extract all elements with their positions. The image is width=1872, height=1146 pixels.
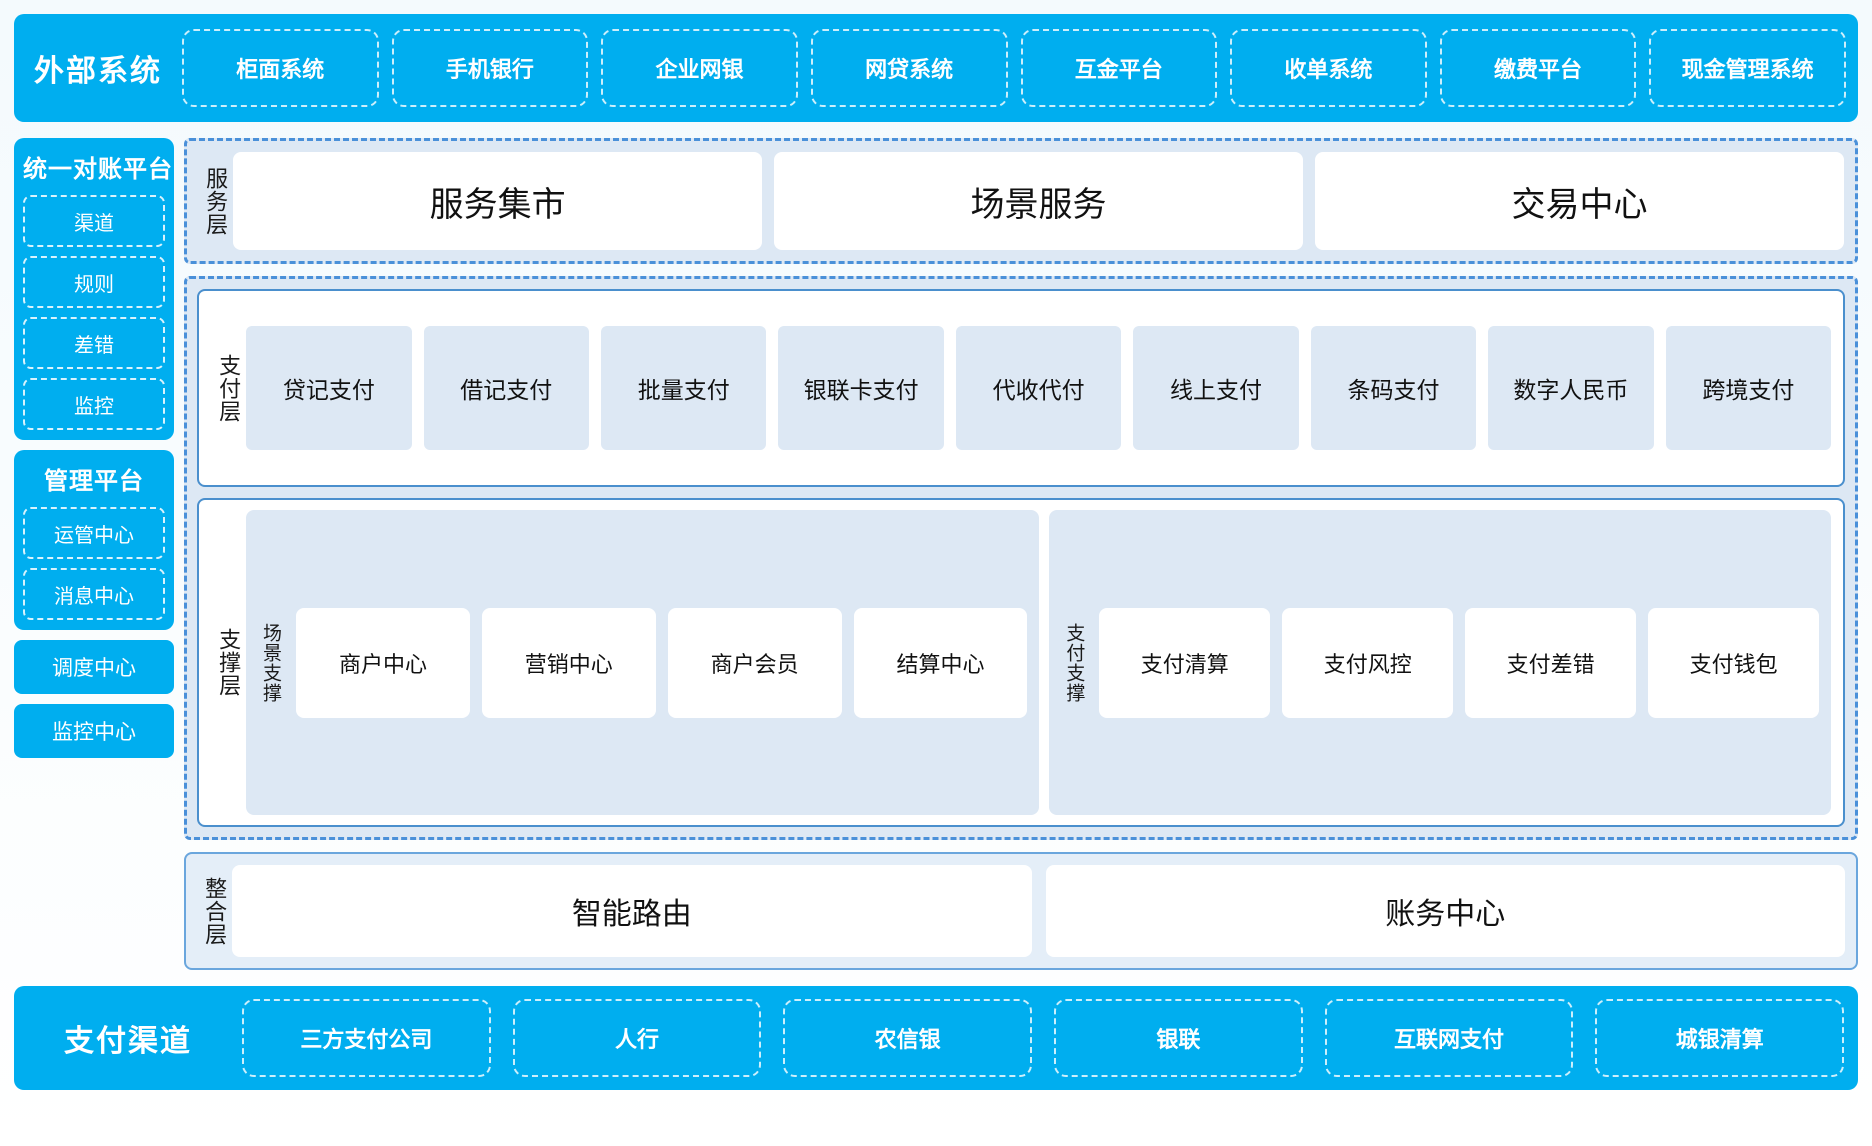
scenario-support-group: 场景支撑 商户中心 营销中心 商户会员 结算中心 [246, 510, 1040, 815]
external-system-item[interactable]: 手机银行 [391, 29, 589, 107]
scenario-support-card-list: 商户中心 营销中心 商户会员 结算中心 [296, 520, 1028, 805]
payment-channels-title: 支付渠道 [64, 1025, 192, 1058]
payment-channels-bar: 支付渠道 三方支付公司 人行 农信银 银联 互联网支付 城银清算 [14, 986, 1858, 1090]
integration-layer: 整合层 智能路由 账务中心 [184, 852, 1858, 970]
payment-channel-item[interactable]: 三方支付公司 [242, 999, 491, 1077]
payment-support-subgroup: 支付支撑 支付清算 支付风控 支付差错 支付钱包 [1049, 510, 1831, 815]
payment-channel-item[interactable]: 人行 [512, 999, 762, 1077]
sidebar-item-monitoring-center[interactable]: 监控中心 [14, 704, 174, 758]
payment-channel-item[interactable]: 城银清算 [1595, 999, 1845, 1077]
reconciliation-platform-panel: 统一对账平台 渠道 规则 差错 监控 [14, 138, 174, 440]
external-system-item[interactable]: 企业网银 [601, 29, 798, 107]
merchant-center-card[interactable]: 商户中心 [296, 607, 470, 718]
support-layer-label: 支撑层 [216, 628, 242, 697]
management-platform-title: 管理平台 [44, 468, 144, 495]
marketing-center-card[interactable]: 营销中心 [481, 607, 656, 718]
sidebar-item-scheduling-center[interactable]: 调度中心 [14, 640, 174, 694]
payment-channel-item[interactable]: 银联 [1054, 999, 1303, 1077]
payment-tile-digital-rmb[interactable]: 数字人民币 [1488, 326, 1654, 450]
payment-tile-collection-payment[interactable]: 代收代付 [955, 326, 1122, 450]
middle-region: 统一对账平台 渠道 规则 差错 监控 管理平台 运管中心 消息中心 调度中心 监… [14, 138, 1858, 970]
integration-layer-card-list: 智能路由 账务中心 [232, 865, 1845, 957]
payment-tile-debit[interactable]: 借记支付 [423, 326, 589, 450]
management-platform-panel: 管理平台 运管中心 消息中心 [14, 450, 174, 630]
external-systems-title: 外部系统 [34, 55, 162, 88]
layer-stack: 服务层 服务集市 场景服务 交易中心 支付层 贷记支付 借记支付 批量支付 银联… [184, 138, 1858, 970]
support-layer: 支撑层 场景支撑 商户中心 营销中心 商户会员 结算中心 [197, 498, 1845, 827]
sidebar-item-operations-center[interactable]: 运管中心 [23, 507, 165, 559]
external-systems-bar: 外部系统 柜面系统 手机银行 企业网银 网贷系统 互金平台 收单系统 缴费平台 … [14, 14, 1858, 122]
payment-tile-credit[interactable]: 贷记支付 [246, 326, 412, 450]
scenario-support-label: 场景支撑 [260, 622, 282, 703]
service-layer: 服务层 服务集市 场景服务 交易中心 [184, 138, 1858, 264]
accounting-center-card[interactable]: 账务中心 [1045, 865, 1845, 957]
scenario-service-card[interactable]: 场景服务 [774, 152, 1304, 250]
payment-channels-chip-list: 三方支付公司 人行 农信银 银联 互联网支付 城银清算 [242, 999, 1845, 1077]
payment-support-group: 支付层 贷记支付 借记支付 批量支付 银联卡支付 代收代付 线上支付 条码支付 … [184, 276, 1858, 840]
external-system-item[interactable]: 现金管理系统 [1649, 29, 1846, 107]
payment-tile-batch[interactable]: 批量支付 [600, 326, 767, 450]
payment-tile-cross-border[interactable]: 跨境支付 [1665, 326, 1832, 450]
support-layer-groups: 场景支撑 商户中心 营销中心 商户会员 结算中心 支付支撑 支付清算 [246, 510, 1831, 815]
service-layer-label: 服务层 [203, 166, 229, 236]
payment-channel-item[interactable]: 互联网支付 [1324, 999, 1574, 1077]
external-system-item[interactable]: 收单系统 [1230, 29, 1427, 107]
payment-wallet-card[interactable]: 支付钱包 [1648, 607, 1820, 718]
settlement-center-card[interactable]: 结算中心 [853, 607, 1028, 718]
external-system-item[interactable]: 缴费平台 [1439, 29, 1637, 107]
reconciliation-platform-title: 统一对账平台 [23, 156, 173, 183]
payment-error-card[interactable]: 支付差错 [1465, 607, 1637, 718]
payment-tile-unionpay-card[interactable]: 银联卡支付 [778, 326, 944, 450]
payment-tile-barcode[interactable]: 条码支付 [1310, 326, 1477, 450]
service-layer-card-list: 服务集市 场景服务 交易中心 [233, 152, 1844, 250]
left-sidebar: 统一对账平台 渠道 规则 差错 监控 管理平台 运管中心 消息中心 调度中心 监… [14, 138, 174, 970]
sidebar-item-monitor[interactable]: 监控 [23, 378, 165, 430]
sidebar-item-rules[interactable]: 规则 [23, 256, 165, 308]
sidebar-item-errors[interactable]: 差错 [23, 317, 165, 369]
merchant-member-card[interactable]: 商户会员 [667, 607, 842, 718]
payment-channel-item[interactable]: 农信银 [783, 999, 1033, 1077]
integration-layer-label: 整合层 [202, 876, 228, 946]
external-systems-chip-list: 柜面系统 手机银行 企业网银 网贷系统 互金平台 收单系统 缴费平台 现金管理系… [182, 29, 1846, 107]
payment-risk-control-card[interactable]: 支付风控 [1282, 607, 1454, 718]
external-system-item[interactable]: 互金平台 [1020, 29, 1218, 107]
payment-clearing-card[interactable]: 支付清算 [1099, 607, 1271, 718]
payment-layer: 支付层 贷记支付 借记支付 批量支付 银联卡支付 代收代付 线上支付 条码支付 … [197, 289, 1845, 487]
transaction-center-card[interactable]: 交易中心 [1315, 152, 1844, 250]
payment-layer-label: 支付层 [216, 353, 242, 423]
external-system-item[interactable]: 网贷系统 [810, 29, 1008, 107]
smart-routing-card[interactable]: 智能路由 [232, 865, 1032, 957]
payment-support-label: 支付支撑 [1063, 622, 1085, 703]
payment-support-card-list: 支付清算 支付风控 支付差错 支付钱包 [1099, 520, 1820, 805]
service-market-card[interactable]: 服务集市 [233, 152, 763, 250]
external-system-item[interactable]: 柜面系统 [182, 29, 379, 107]
sidebar-item-message-center[interactable]: 消息中心 [23, 568, 165, 620]
sidebar-item-channel[interactable]: 渠道 [23, 195, 165, 247]
payment-tile-online[interactable]: 线上支付 [1133, 326, 1299, 450]
payment-layer-tile-list: 贷记支付 借记支付 批量支付 银联卡支付 代收代付 线上支付 条码支付 数字人民… [246, 301, 1832, 475]
